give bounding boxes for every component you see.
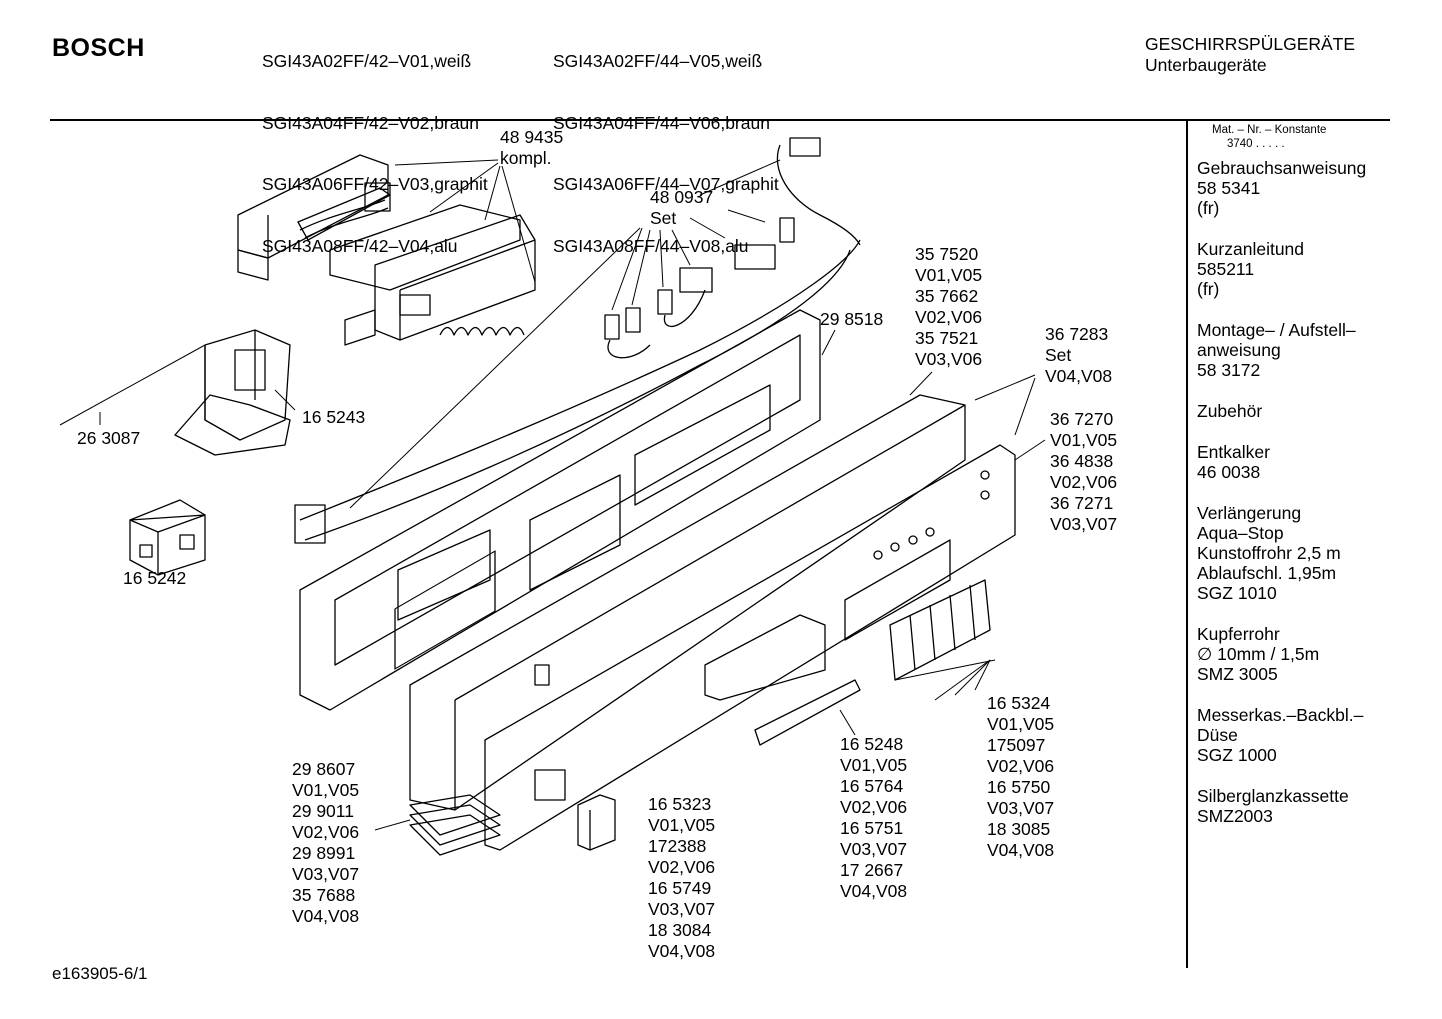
model-item: SGI43A08FF/44–V08,alu — [553, 235, 749, 256]
callout-367283: 36 7283 Set V04,V08 — [1045, 324, 1113, 386]
brand-logo: BOSCH — [52, 34, 145, 62]
front-panel-part — [409, 394, 966, 811]
model-list-42: SGI43A02FF/42–V01,weiß SGI43A04FF/42–V02… — [262, 10, 488, 277]
insulation-pad-part — [409, 794, 501, 856]
callout-165323: 16 5323 V01,V05 172388 V02,V06 16 5749 V… — [648, 794, 716, 961]
accessory-item: Kurzanleitund 585211 (fr) — [1197, 239, 1305, 299]
callout-263087: 26 3087 — [77, 428, 141, 448]
callout-165242: 16 5242 — [123, 568, 187, 588]
relay-part — [129, 499, 206, 576]
callout-298607: 29 8607 V01,V05 29 9011 V02,V06 29 8991 … — [292, 759, 360, 926]
callout-165243: 16 5243 — [302, 407, 366, 427]
model-item: SGI43A02FF/44–V05,weiß — [553, 51, 763, 71]
cable-harness-part — [294, 137, 861, 544]
mat-number-label: Mat. – Nr. – Konstante — [1212, 124, 1327, 136]
callout-165324: 16 5324 V01,V05 175097 V02,V06 16 5750 V… — [987, 693, 1055, 860]
callout-489435: 48 9435 kompl. — [500, 127, 564, 168]
accessory-item: Verlängerung Aqua–Stop Kunstoffrohr 2,5 … — [1197, 503, 1341, 603]
leader-lines — [59, 159, 1046, 831]
model-list-44: SGI43A02FF/44–V05,weiß SGI43A04FF/44–V06… — [553, 10, 779, 277]
model-item: SGI43A06FF/42–V03,graphit — [262, 174, 488, 194]
model-item: SGI43A06FF/44–V07,graphit — [553, 174, 779, 194]
category-title: GESCHIRRSPÜLGERÄTE — [1145, 34, 1356, 54]
callout-480937: 48 0937 Set — [650, 187, 714, 228]
control-module-part — [237, 154, 536, 346]
model-item: SGI43A04FF/44–V06,braun — [553, 112, 770, 133]
callout-357520: 35 7520 V01,V05 35 7662 V02,V06 35 7521 … — [915, 244, 983, 369]
panel-frame-part — [299, 309, 821, 711]
mat-number-value: 3740 . . . . . — [1227, 138, 1285, 150]
callout-165248: 16 5248 V01,V05 16 5764 V02,V06 16 5751 … — [840, 734, 908, 901]
accessory-item: Zubehör — [1197, 401, 1263, 421]
accessory-item: Montage– / Aufstell– anweisung 58 3172 — [1197, 320, 1356, 380]
category-subtitle: Unterbaugeräte — [1145, 54, 1267, 75]
category-block: GESCHIRRSPÜLGERÄTE Unterbaugeräte — [1145, 34, 1355, 75]
facia-panel-part — [484, 444, 1016, 851]
exploded-parts-drawing — [59, 137, 1046, 856]
model-item: SGI43A04FF/42–V02,braun — [262, 112, 479, 133]
model-item: SGI43A08FF/42–V04,alu — [262, 235, 458, 256]
accessory-item: Gebrauchsanweisung 58 5341 (fr) — [1197, 158, 1367, 218]
sidebar-divider — [1186, 120, 1188, 968]
button-set-part — [889, 579, 991, 681]
model-item: SGI43A02FF/42–V01,weiß — [262, 51, 472, 71]
accessory-item: Entkalker 46 0038 — [1197, 442, 1270, 482]
accessory-item: Messerkas.–Backbl.– Düse SGZ 1000 — [1197, 705, 1364, 765]
accessory-item: Silberglanzkassette SMZ2003 — [1197, 786, 1349, 826]
callout-367270: 36 7270 V01,V05 36 4838 V02,V06 36 7271 … — [1050, 409, 1118, 534]
accessories-sidebar: Mat. – Nr. – Konstante 3740 . . . . . Ge… — [1197, 124, 1387, 847]
accessory-item: Kupferrohr ∅ 10mm / 1,5m SMZ 3005 — [1197, 624, 1320, 684]
cartridge-part — [577, 794, 616, 851]
callout-298518: 29 8518 — [820, 309, 884, 329]
header-divider — [50, 119, 1390, 121]
trim-strip-part — [754, 679, 861, 746]
housing-bracket-part — [174, 329, 291, 456]
drawing-id: e163905-6/1 — [52, 964, 148, 983]
